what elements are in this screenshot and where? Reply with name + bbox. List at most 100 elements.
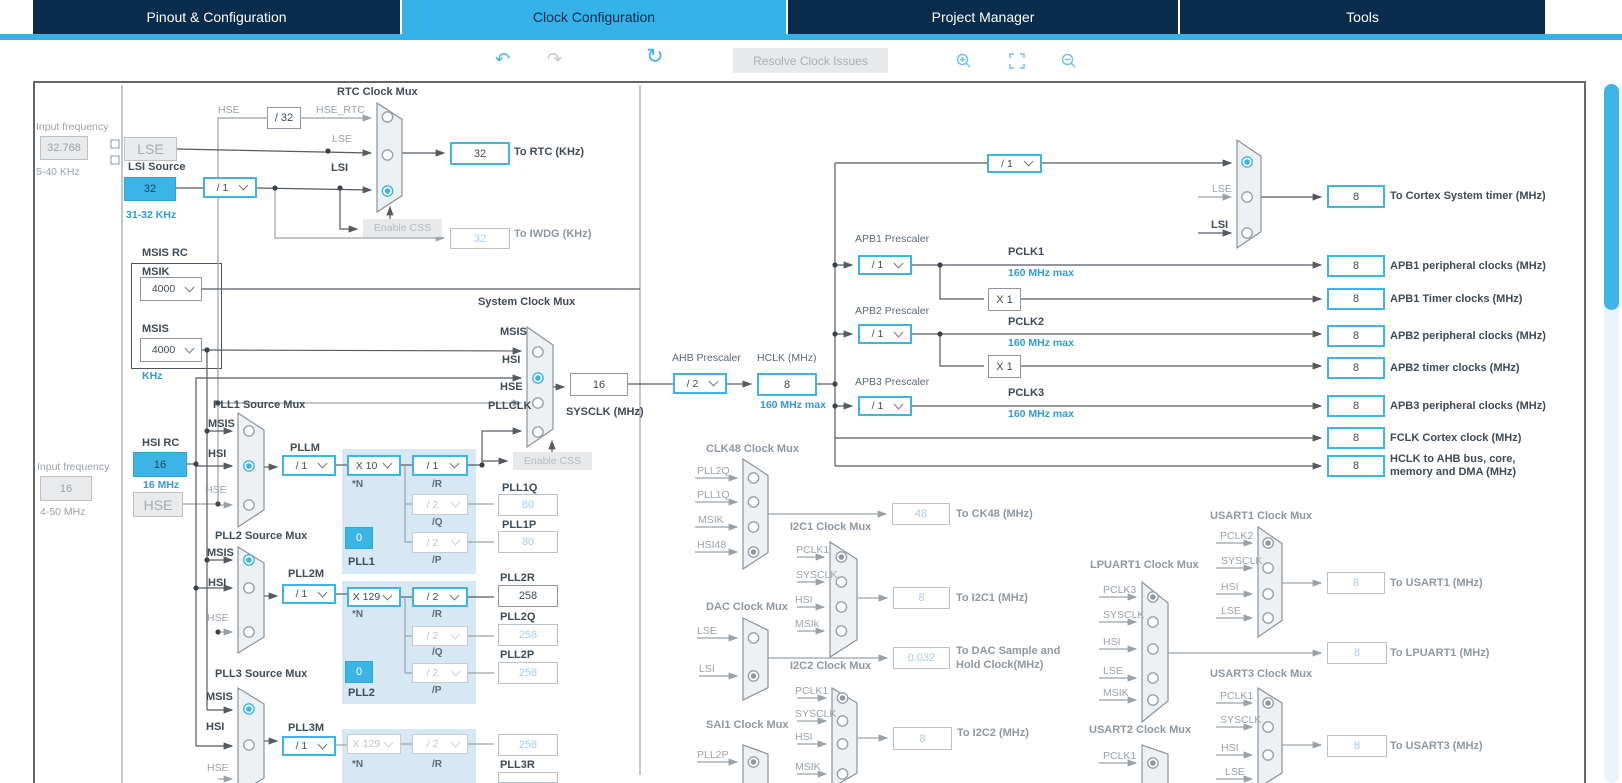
clk48-clock-mux-radio-0[interactable]	[747, 472, 760, 484]
pll2m-select[interactable]: / 1	[282, 584, 336, 604]
reset-icon[interactable]: ↻	[646, 45, 664, 68]
ahb-prescaler-select[interactable]: / 2	[673, 373, 727, 394]
pll2q-select[interactable]: / 2	[412, 626, 468, 646]
hclk-ahb-value[interactable]: 8	[1327, 455, 1385, 477]
hse-source-box[interactable]: HSE	[133, 492, 183, 517]
pll1r-select[interactable]: / 1	[412, 455, 468, 476]
i2c1-clock-mux-radio-1[interactable]	[835, 576, 848, 588]
pll2-source-mux-radio-1[interactable]	[243, 582, 255, 594]
apb3-prescaler-select[interactable]: / 1	[858, 396, 912, 416]
usart1-clock-mux[interactable]	[1257, 525, 1284, 639]
pll3-source-mux-radio-1[interactable]	[243, 739, 255, 751]
clk48-clock-mux[interactable]	[742, 457, 770, 571]
apb1-peripheral-value[interactable]: 8	[1327, 255, 1385, 277]
system-clock-mux[interactable]	[526, 325, 555, 449]
lpuart1-clock-mux-radio-1[interactable]	[1147, 616, 1159, 628]
pll1p-value: 80	[498, 531, 558, 553]
msis-frequency-select[interactable]: 4000	[140, 338, 202, 362]
cortex-timer-mux-radio-2[interactable]	[1241, 227, 1253, 239]
system-clock-mux-radio-0[interactable]	[532, 346, 544, 358]
zoom-out-icon[interactable]	[1061, 53, 1077, 69]
tab-pinout-configuration[interactable]: Pinout & Configuration	[33, 0, 400, 34]
fclk-value[interactable]: 8	[1327, 427, 1385, 449]
dac-clock-mux-radio-0[interactable]	[747, 632, 760, 644]
rtc-clock-mux-radio-1[interactable]	[381, 149, 394, 161]
cortex-timer-mux-radio-1[interactable]	[1241, 191, 1253, 203]
system-clock-mux-radio-2[interactable]	[532, 397, 544, 409]
zoom-in-icon[interactable]	[956, 53, 972, 69]
pll2p-select[interactable]: / 2	[412, 663, 468, 683]
usart1-clock-mux-radio-1[interactable]	[1262, 562, 1274, 574]
clk48-clock-mux-radio-2[interactable]	[747, 521, 760, 533]
i2c1-clock-mux-radio-2[interactable]	[835, 601, 848, 613]
system-clock-mux-radio-3[interactable]	[532, 426, 544, 438]
cortex-timer-value[interactable]: 8	[1327, 185, 1385, 208]
lpuart1-clock-mux-radio-4[interactable]	[1147, 694, 1159, 706]
pll1-source-mux-radio-2[interactable]	[243, 499, 255, 511]
hclk-value[interactable]: 8	[757, 373, 817, 396]
rtc-enable-css-button[interactable]: Enable CSS	[363, 219, 442, 237]
pll1q-select[interactable]: / 2	[412, 494, 468, 515]
rtc-clock-mux[interactable]	[376, 101, 404, 214]
usart2-clock-mux[interactable]	[1141, 744, 1170, 783]
i2c2-clock-mux[interactable]	[831, 686, 859, 783]
scrollbar-track[interactable]	[1604, 84, 1619, 783]
pll3n-select[interactable]: X 129	[347, 734, 401, 754]
pll3m-select[interactable]: / 1	[282, 736, 336, 756]
usart3-clock-mux[interactable]	[1257, 686, 1284, 783]
sys-enable-css-button[interactable]: Enable CSS	[513, 452, 592, 470]
redo-icon[interactable]: ↷	[547, 49, 563, 69]
pll2n-select[interactable]: X 129	[347, 587, 401, 607]
pll2-source-mux[interactable]	[237, 545, 266, 655]
i2c1-clock-mux[interactable]	[829, 540, 859, 659]
tab-clock-configuration[interactable]: Clock Configuration	[402, 0, 786, 34]
pll1-fracn[interactable]: 0	[345, 527, 373, 549]
lse-source-box[interactable]: LSE	[124, 137, 177, 161]
apb1-prescaler-select[interactable]: / 1	[858, 255, 912, 275]
sai1-clock-mux[interactable]	[742, 744, 770, 783]
pll3r-label: PLL3R	[500, 759, 535, 771]
usart1-clock-mux-radio-3[interactable]	[1262, 612, 1274, 624]
pll1n-select[interactable]: X 10	[347, 455, 401, 476]
usart1-clock-mux-radio-2[interactable]	[1262, 588, 1274, 600]
pll1-source-mux-radio-0[interactable]	[243, 425, 255, 437]
pll2r-value: 258	[498, 585, 558, 607]
pll2-source-mux-radio-2[interactable]	[243, 626, 255, 638]
lsi-divider-select[interactable]: / 1	[203, 177, 257, 198]
undo-icon[interactable]: ↶	[495, 49, 511, 69]
rtc-clock-mux-radio-0[interactable]	[381, 111, 394, 123]
lpuart1-clock-mux-radio-2[interactable]	[1147, 643, 1159, 655]
apb2-timer-value[interactable]: 8	[1327, 357, 1385, 379]
cortex-prescaler-select[interactable]: / 1	[987, 154, 1042, 173]
tab-project-manager[interactable]: Project Manager	[788, 0, 1178, 34]
apb1-timer-value[interactable]: 8	[1327, 288, 1385, 310]
pll2-fracn[interactable]: 0	[345, 661, 373, 683]
pll1-source-mux[interactable]	[237, 411, 266, 529]
to-rtc-value[interactable]: 32	[450, 142, 510, 165]
clk48-clock-mux-radio-1[interactable]	[747, 496, 760, 508]
msik-frequency-select[interactable]: 4000	[140, 277, 202, 301]
usart3-clock-mux-radio-1[interactable]	[1262, 721, 1274, 733]
tab-tools[interactable]: Tools	[1180, 0, 1545, 34]
pllm-select[interactable]: / 1	[282, 455, 336, 476]
cortex-timer-mux[interactable]	[1236, 138, 1263, 250]
i2c2-clock-mux-radio-1[interactable]	[836, 715, 849, 727]
pll1p-select[interactable]: / 2	[412, 532, 468, 553]
scrollbar-thumb[interactable]	[1604, 84, 1619, 310]
apb2-peripheral-value[interactable]: 8	[1327, 325, 1385, 347]
lsi-label: LSI	[699, 663, 715, 675]
i2c1-clock-mux-radio-3[interactable]	[835, 625, 848, 637]
lpuart1-clock-mux-radio-3[interactable]	[1147, 672, 1159, 684]
i2c2-clock-mux-radio-2[interactable]	[836, 738, 849, 750]
i2c2-clock-mux-radio-3[interactable]	[836, 768, 849, 780]
pll3r-select[interactable]: / 2	[412, 734, 468, 754]
apb2-prescaler-select[interactable]: / 1	[858, 324, 912, 344]
usart3-clock-mux-radio-2[interactable]	[1262, 749, 1274, 761]
apb3-peripheral-value[interactable]: 8	[1327, 395, 1385, 417]
pll3-source-mux[interactable]	[237, 686, 266, 783]
fit-screen-icon[interactable]	[1009, 53, 1025, 69]
dac-clock-mux[interactable]	[742, 617, 770, 702]
resolve-clock-issues-button[interactable]: Resolve Clock Issues	[733, 48, 888, 73]
lpuart1-clock-mux[interactable]	[1141, 580, 1170, 724]
pll2r-select[interactable]: / 2	[412, 587, 468, 607]
